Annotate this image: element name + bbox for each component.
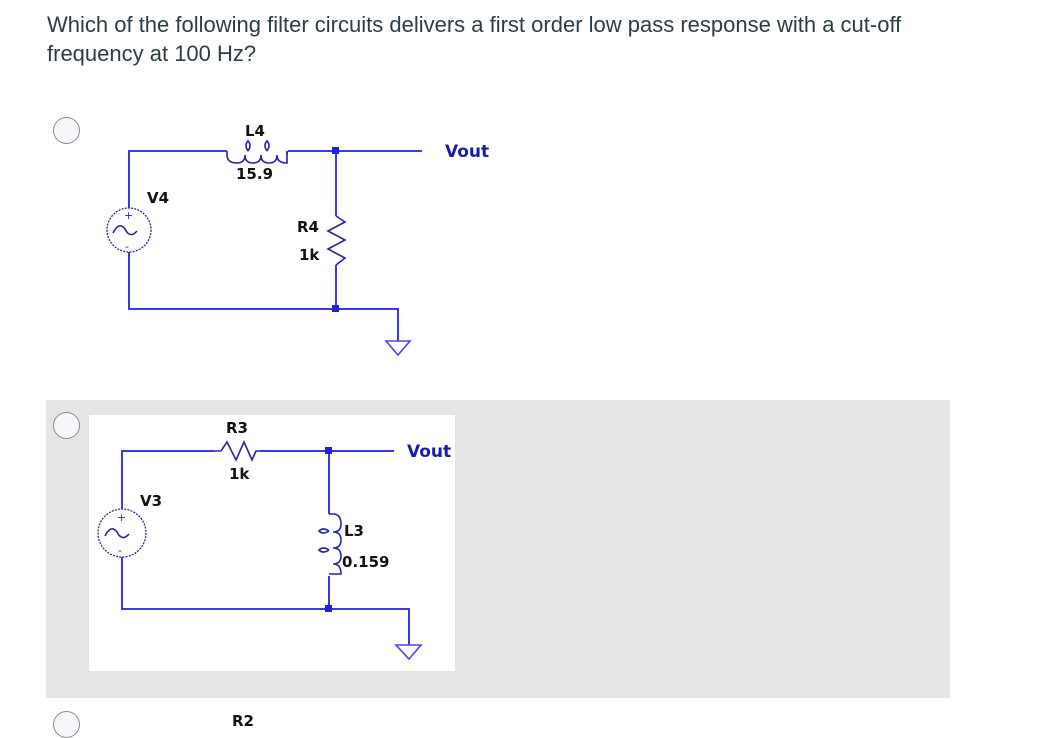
junction-dot [332,305,339,312]
question-text: Which of the following filter circuits d… [47,12,902,66]
junction-dot [325,447,332,454]
ground-icon [384,340,412,357]
wire [121,557,410,645]
vout-label: Vout [407,442,451,462]
svg-text:-: - [118,544,122,557]
option-3-radio[interactable] [53,711,80,738]
wire [121,450,214,509]
circuit-2-schematic: R3 1k L3 0.159 + - V3 Vout [97,419,451,661]
inductor-l3 [317,513,342,575]
option-2-image-background [89,415,455,671]
inductor-l4 [226,139,288,164]
resistor-r3 [214,440,260,462]
ac-source-v3: + - [97,508,147,558]
circuit-1-schematic: L4 15.9 R4 1k + - V4 Vout [106,122,489,357]
vout-label: Vout [445,142,489,162]
wire [128,252,399,341]
junction-dot [325,605,332,612]
svg-text:+: + [124,209,133,222]
inductor-name-label: L3 [344,522,364,540]
source-label: V4 [147,189,169,207]
option-3-resistor-label: R2 [232,712,254,730]
ground-icon [394,644,423,661]
resistor-name-label: R3 [226,419,248,437]
resistor-r4 [326,215,347,266]
resistor-name-label: R4 [297,218,319,236]
svg-text:+: + [117,511,126,524]
svg-text:-: - [125,240,129,253]
junction-dot [332,147,339,154]
inductor-name-label: L4 [245,122,265,140]
source-label: V3 [140,492,162,510]
option-2-radio[interactable] [53,412,80,439]
option-2-circuit[interactable]: R3 1k L3 0.159 + - V3 Vout [89,415,455,671]
ac-source-v4: + - [106,207,152,253]
inductor-value-label: 0.159 [342,553,389,571]
resistor-value-label: 1k [299,246,320,264]
option-1-circuit[interactable]: L4 15.9 R4 1k + - V4 Vout [100,115,520,375]
inductor-value-label: 15.9 [236,165,273,183]
wire [128,150,227,208]
resistor-value-label: 1k [229,465,250,483]
option-1-radio[interactable] [53,117,80,144]
